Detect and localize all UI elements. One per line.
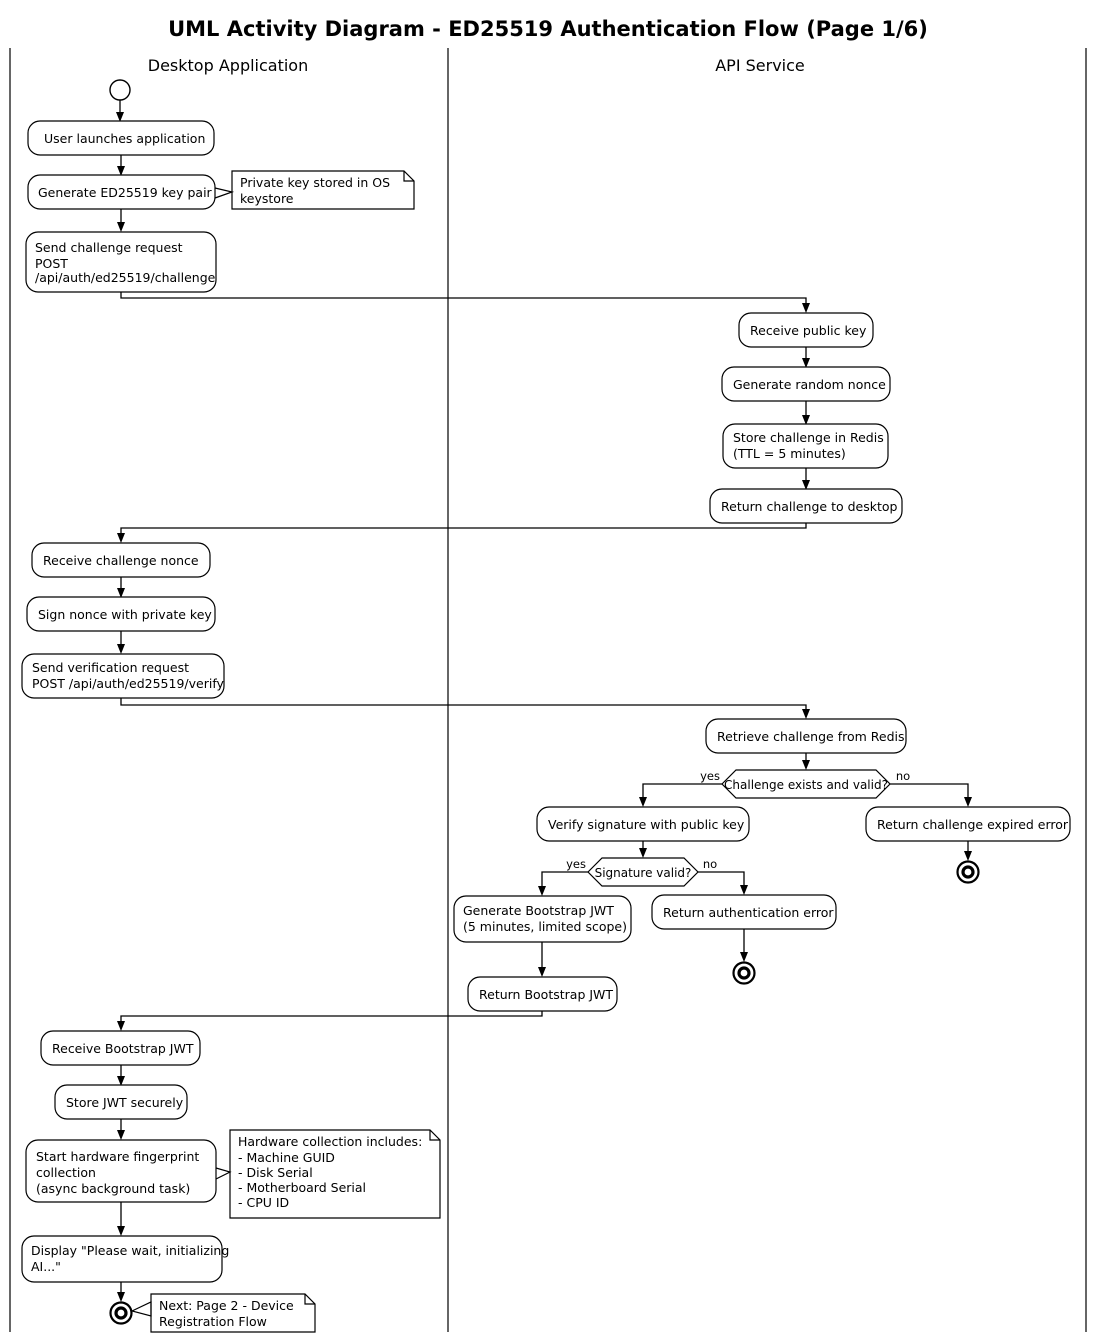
activity-label-return-auth-error: Return authentication error bbox=[663, 905, 834, 920]
arrowhead-return-auth-error bbox=[740, 885, 748, 895]
note-line-hardware-1: - Machine GUID bbox=[238, 1150, 335, 1165]
arrowhead-return-challenge bbox=[802, 480, 810, 490]
note-fold-private-key bbox=[403, 171, 414, 182]
flow-handoff-jwt-return bbox=[120, 1011, 543, 1025]
arrowhead-receive-nonce bbox=[117, 533, 125, 543]
swimlane-frame bbox=[9, 48, 1087, 1332]
activity-label-generate-jwt-0: Generate Bootstrap JWT bbox=[463, 903, 614, 918]
flow-handoff-challenge-request bbox=[120, 292, 807, 307]
activity-label-retrieve-challenge: Retrieve challenge from Redis bbox=[717, 729, 905, 744]
arrowhead-receive-public-key bbox=[802, 303, 810, 313]
note-body-next-page bbox=[150, 1293, 316, 1333]
flow-handoff-challenge-return bbox=[120, 523, 807, 537]
activity-label-store-challenge-1: (TTL = 5 minutes) bbox=[733, 446, 846, 461]
activity-label-fingerprint-2: (async background task) bbox=[36, 1181, 190, 1196]
flow-challenge-yes bbox=[642, 783, 722, 801]
branch-label-signature-yes: yes bbox=[566, 857, 586, 871]
arrowhead-verify-signature bbox=[639, 797, 647, 807]
flow-signature-yes bbox=[541, 871, 588, 890]
activity-label-send-challenge-0: Send challenge request bbox=[35, 240, 183, 255]
activity-label-generate-keypair: Generate ED25519 key pair bbox=[38, 185, 213, 200]
activity-label-send-challenge-1: POST bbox=[35, 256, 68, 271]
note-connector-private-key bbox=[214, 187, 235, 199]
flow-handoff-verify-request bbox=[120, 698, 807, 713]
branch-label-signature-no: no bbox=[703, 857, 717, 871]
flow-challenge-no bbox=[890, 783, 969, 801]
activity-label-send-verification-1: POST /api/auth/ed25519/verify bbox=[32, 676, 225, 691]
note-line-private-key-1: keystore bbox=[240, 191, 294, 206]
initial-node bbox=[109, 79, 131, 101]
activity-label-fingerprint-1: collection bbox=[36, 1165, 96, 1180]
arrowhead-start bbox=[116, 112, 124, 122]
activity-label-display-0: Display "Please wait, initializing bbox=[31, 1243, 229, 1258]
arrowhead-decision-challenge bbox=[802, 760, 810, 770]
activity-label-sign-nonce: Sign nonce with private key bbox=[38, 607, 212, 622]
arrowhead-receive-jwt bbox=[117, 1021, 125, 1031]
arrowhead-display-wait bbox=[117, 1226, 125, 1236]
flow-signature-no bbox=[698, 871, 745, 889]
note-line-hardware-0: Hardware collection includes: bbox=[238, 1134, 422, 1149]
page-title: UML Activity Diagram - ED25519 Authentic… bbox=[168, 17, 928, 41]
lane-title-api: API Service bbox=[715, 56, 805, 75]
arrowhead-send-verification bbox=[117, 644, 125, 654]
note-line-hardware-4: - CPU ID bbox=[238, 1195, 289, 1210]
arrowhead-store-challenge bbox=[802, 415, 810, 425]
arrowhead-end-expired bbox=[964, 851, 972, 861]
activity-display-please-wait[interactable] bbox=[21, 1235, 223, 1283]
arrowhead-sign-nonce bbox=[117, 588, 125, 598]
activity-label-receive-jwt: Receive Bootstrap JWT bbox=[52, 1041, 194, 1056]
decision-label-challenge: Challenge exists and valid? bbox=[724, 778, 888, 792]
activity-send-verification-request[interactable] bbox=[21, 653, 225, 699]
arrowhead-generate-jwt bbox=[538, 886, 546, 896]
activity-label-return-challenge: Return challenge to desktop bbox=[721, 499, 898, 514]
activity-label-display-1: AI..." bbox=[31, 1259, 61, 1274]
activity-label-store-challenge-0: Store challenge in Redis bbox=[733, 430, 884, 445]
final-node-expired bbox=[956, 860, 980, 884]
arrowhead-start-fingerprint bbox=[117, 1130, 125, 1140]
arrowhead-return-jwt bbox=[538, 967, 546, 977]
decision-label-signature: Signature valid? bbox=[595, 866, 692, 880]
note-line-private-key-0: Private key stored in OS bbox=[240, 175, 390, 190]
branch-label-challenge-no: no bbox=[896, 769, 910, 783]
arrowhead-retrieve-challenge bbox=[802, 709, 810, 719]
arrowhead-end-auth-error bbox=[740, 952, 748, 962]
note-body-private-key bbox=[231, 170, 415, 210]
note-line-hardware-3: - Motherboard Serial bbox=[238, 1180, 366, 1195]
note-hardware-collection: Hardware collection includes: - Machine … bbox=[215, 1129, 441, 1219]
final-node-page bbox=[109, 1301, 133, 1325]
note-body-hardware bbox=[229, 1129, 441, 1219]
final-node-auth-error bbox=[732, 961, 756, 985]
activity-label-receive-nonce: Receive challenge nonce bbox=[43, 553, 199, 568]
arrowhead-store-jwt bbox=[117, 1076, 125, 1086]
note-connector-hardware bbox=[215, 1167, 232, 1180]
arrowhead-end-page bbox=[117, 1292, 125, 1302]
activity-label-generate-nonce: Generate random nonce bbox=[733, 377, 886, 392]
activity-label-verify-signature: Verify signature with public key bbox=[548, 817, 745, 832]
arrowhead-return-expired bbox=[964, 797, 972, 807]
note-fold-next-page bbox=[304, 1294, 315, 1305]
note-connector-next-page bbox=[130, 1301, 152, 1317]
arrowhead-generate-nonce bbox=[802, 358, 810, 368]
activity-label-receive-public-key: Receive public key bbox=[750, 323, 867, 338]
note-private-key: Private key stored in OS keystore bbox=[214, 170, 415, 210]
activity-label-fingerprint-0: Start hardware fingerprint bbox=[36, 1149, 199, 1164]
activity-label-return-jwt: Return Bootstrap JWT bbox=[479, 987, 613, 1002]
branch-label-challenge-yes: yes bbox=[700, 769, 720, 783]
lane-title-desktop: Desktop Application bbox=[148, 56, 308, 75]
activity-label-send-challenge-2: /api/auth/ed25519/challenge bbox=[35, 270, 216, 285]
note-next-page: Next: Page 2 - Device Registration Flow bbox=[130, 1293, 316, 1333]
arrowhead-keypair bbox=[117, 166, 125, 176]
note-line-hardware-2: - Disk Serial bbox=[238, 1165, 313, 1180]
activity-label-user-launches: User launches application bbox=[44, 131, 205, 146]
note-line-next-page-0: Next: Page 2 - Device bbox=[159, 1298, 294, 1313]
arrowhead-send-challenge bbox=[117, 222, 125, 232]
activity-label-send-verification-0: Send verification request bbox=[32, 660, 189, 675]
activity-label-generate-jwt-1: (5 minutes, limited scope) bbox=[463, 919, 627, 934]
activity-label-return-expired: Return challenge expired error bbox=[877, 817, 1069, 832]
note-fold-hardware bbox=[429, 1130, 440, 1141]
activity-label-store-jwt: Store JWT securely bbox=[66, 1095, 184, 1110]
note-line-next-page-1: Registration Flow bbox=[159, 1314, 267, 1329]
arrowhead-decision-signature bbox=[639, 848, 647, 858]
